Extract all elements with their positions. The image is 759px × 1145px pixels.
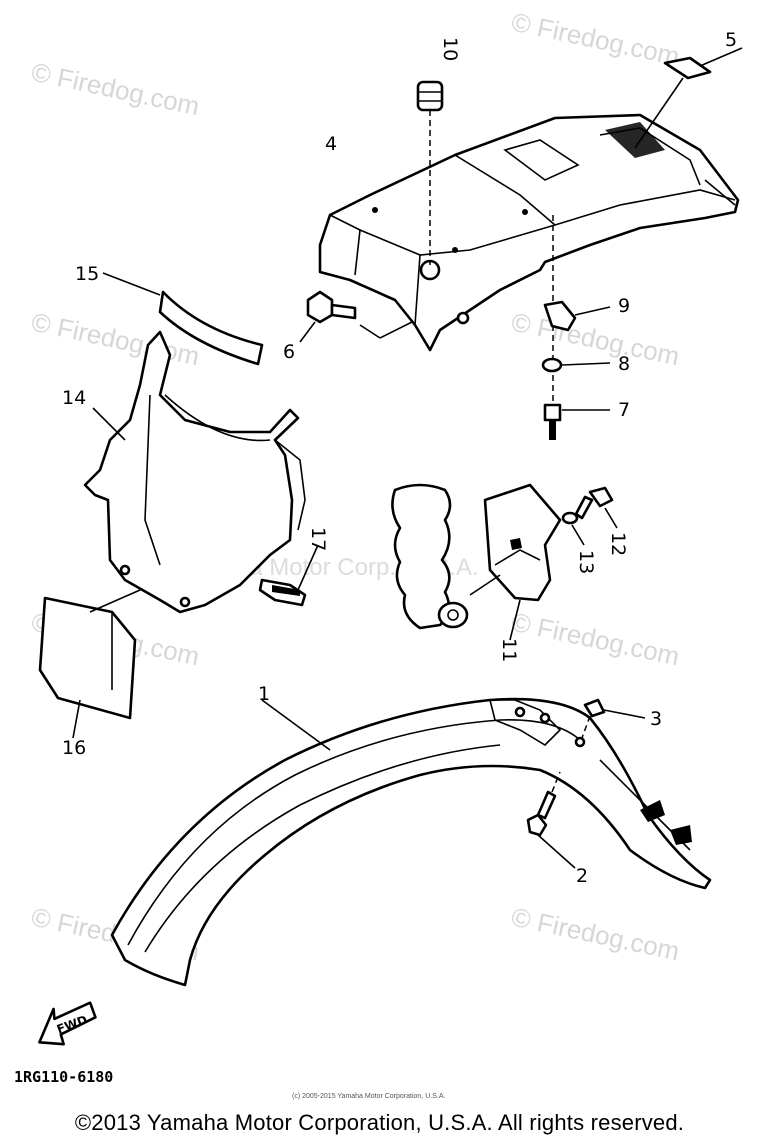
part-14-flap	[83, 330, 306, 614]
callout-12: 12	[607, 532, 629, 556]
watermark-text: © Firedog.com	[509, 607, 682, 672]
callout-11: 11	[498, 638, 520, 662]
callout-14: 14	[62, 387, 86, 409]
callout-15: 15	[75, 263, 99, 285]
callout-7: 7	[618, 399, 630, 421]
watermark-text: © Firedog.com	[29, 57, 202, 122]
callout-2: 2	[576, 865, 588, 887]
callout-10: 10	[439, 37, 461, 61]
watermark-text: © Firedog.com	[509, 902, 682, 967]
small-credit: (c) 2005-2015 Yamaha Motor Corporation, …	[292, 1093, 445, 1100]
part-16-plate	[38, 589, 141, 739]
part-3-screw	[581, 698, 646, 739]
callout-4: 4	[325, 133, 337, 155]
fwd-arrow-icon: FWD	[38, 1001, 97, 1046]
fastener-stack	[541, 215, 611, 440]
part-5-pad	[634, 47, 743, 149]
part-1-front-fender	[110, 697, 712, 987]
part-4-rear-fender	[318, 113, 740, 352]
fasteners-12-13	[561, 486, 618, 546]
callout-13: 13	[575, 550, 597, 574]
part-10-grommet	[416, 80, 444, 265]
drawing-code: 1RG110-6180	[14, 1068, 113, 1086]
watermark-text: © Firedog.com	[509, 307, 682, 372]
callout-1: 1	[258, 683, 270, 705]
callout-labels: 1 2 3 4 5 6 7 8 9 10 11 12 13 14 15 16 1…	[62, 29, 737, 887]
callout-16: 16	[62, 737, 86, 759]
callout-3: 3	[650, 708, 662, 730]
callout-9: 9	[618, 295, 630, 317]
callout-8: 8	[618, 353, 630, 375]
part-15-strip	[102, 272, 264, 366]
part-11-guard	[391, 483, 562, 641]
callout-5: 5	[725, 29, 737, 51]
callout-17: 17	[307, 527, 329, 551]
watermark-text: © Firedog.com	[509, 7, 682, 72]
copyright-footer: ©2013 Yamaha Motor Corporation, U.S.A. A…	[74, 1110, 685, 1135]
callout-6: 6	[283, 341, 295, 363]
part-2-bolt	[526, 771, 576, 869]
part-17-clamp	[258, 544, 319, 607]
part-6-bolt	[299, 290, 413, 343]
